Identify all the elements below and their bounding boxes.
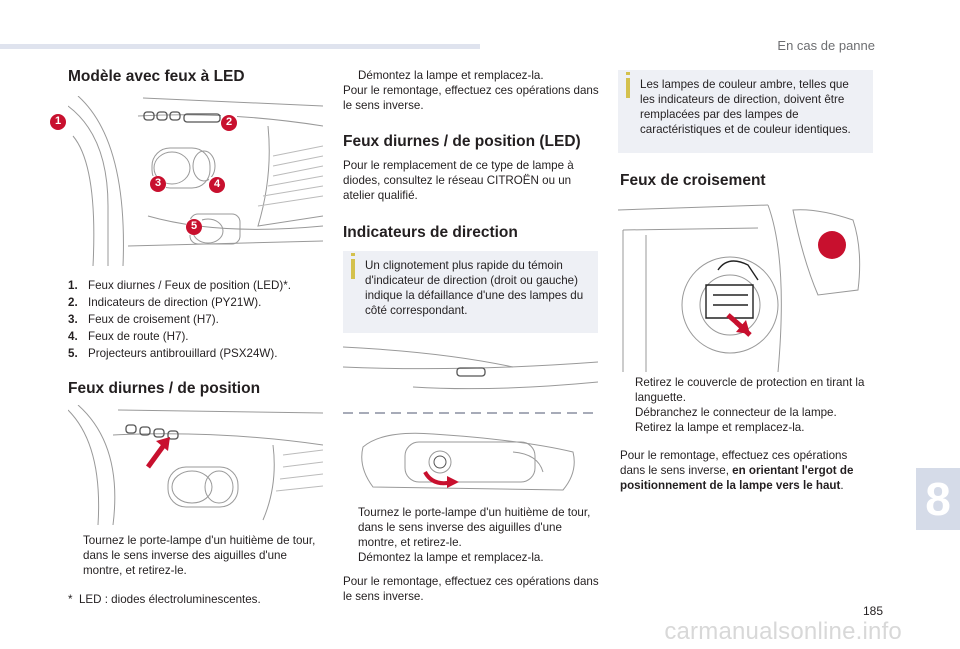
footnote: * LED : diodes électroluminescentes. [68, 593, 261, 606]
column-2: Démontez la lampe et remplacez-la. Pour … [343, 68, 601, 113]
chapter-tab: 8 [916, 468, 960, 530]
dipped-beam-diagram [618, 200, 873, 372]
step-turn-lampholder: Tournez le porte-lampe d'un huitième de … [358, 506, 591, 549]
callout-4-label: 4 [213, 178, 221, 190]
heading-position-lights: Feux diurnes / de position [68, 380, 261, 397]
dipped-beam-reassembly: Pour le remontage, effectuez ces opérati… [620, 449, 854, 492]
led-text: Pour le remplacement de ce type de lampe… [343, 159, 574, 202]
callout-3: 3 [150, 176, 166, 192]
headlamp-diagram [68, 96, 323, 266]
column-1: Modèle avec feux à LED [68, 68, 323, 86]
callout-5-label: 5 [190, 220, 198, 232]
dipped-beam-illustration [618, 204, 861, 372]
info-note-indicators: Un clignotement plus rapide du témoin d'… [343, 251, 598, 333]
page-number: 185 [862, 604, 883, 618]
step-disconnect: Débranchez le connecteur de la lampe. [635, 406, 837, 419]
step-remove-cover: Retirez le couvercle de protection en ti… [635, 376, 865, 404]
heading-led-model: Modèle avec feux à LED [68, 68, 245, 85]
callout-3-label: 3 [154, 177, 162, 189]
bulb-list: 1.Feux diurnes / Feux de position (LED)*… [68, 278, 328, 361]
step-position-lights: Tournez le porte-lampe d'un huitième de … [83, 534, 316, 577]
callout-1: 1 [50, 114, 66, 130]
info-note-amber: Les lampes de couleur ambre, telles que … [618, 70, 873, 153]
indicator-diagram [343, 342, 598, 500]
position-light-illustration [68, 405, 323, 525]
list-item: 4.Feux de route (H7). [68, 330, 189, 343]
step-remove-lamp: Démontez la lampe et remplacez-la. [358, 69, 544, 82]
step-replace-lamp: Retirez la lampe et remplacez-la. [635, 421, 805, 434]
callout-4: 4 [209, 177, 225, 193]
watermark: carmanualsonline.info [664, 618, 902, 645]
reassembly-text: Pour le remontage, effectuez ces opérati… [343, 575, 599, 603]
position-light-diagram [68, 405, 323, 525]
header-rule [0, 44, 480, 49]
list-item: 3.Feux de croisement (H7). [68, 313, 219, 326]
step-remove-lamp: Démontez la lampe et remplacez-la. [358, 551, 544, 564]
list-item: 1.Feux diurnes / Feux de position (LED)*… [68, 279, 291, 292]
callout-5: 5 [186, 219, 202, 235]
list-item: 2.Indicateurs de direction (PY21W). [68, 296, 262, 309]
reassembly-text: Pour le remontage, effectuez ces opérati… [343, 84, 599, 112]
indicator-illustration [343, 346, 598, 491]
list-item: 5.Projecteurs antibrouillard (PSX24W). [68, 347, 278, 360]
heading-led-lights: Feux diurnes / de position (LED) [343, 133, 581, 150]
callout-2: 2 [221, 115, 237, 131]
headlamp-illustration [68, 96, 323, 266]
section-title: En cas de panne [777, 38, 875, 53]
callout-2-label: 2 [225, 116, 233, 128]
heading-indicators: Indicateurs de direction [343, 224, 518, 241]
info-icon [626, 72, 630, 98]
heading-dipped-beam: Feux de croisement [620, 172, 766, 189]
info-icon [351, 253, 355, 279]
callout-1-label: 1 [54, 115, 62, 127]
